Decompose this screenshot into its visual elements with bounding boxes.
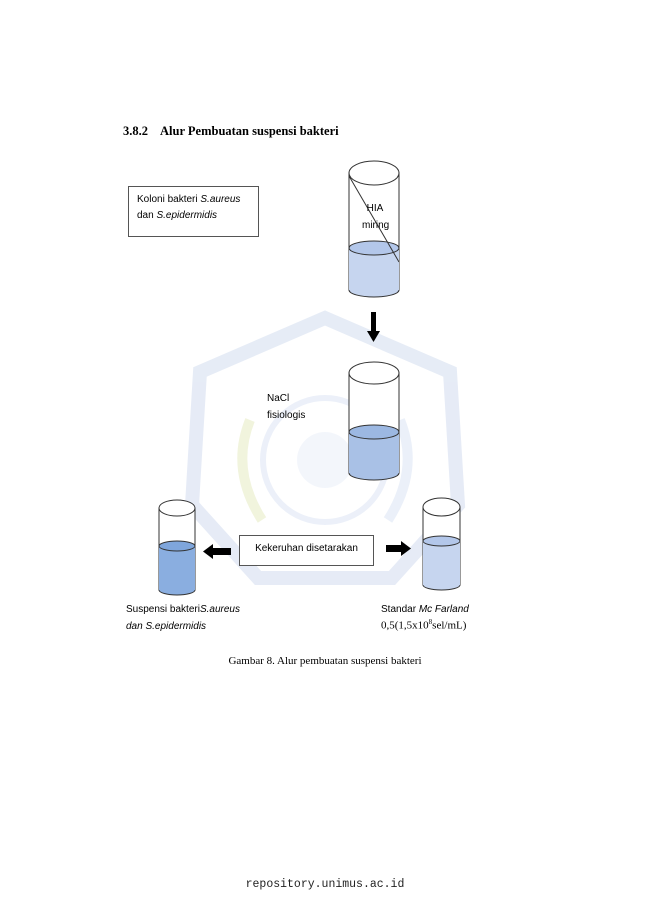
label-hia: HIA miring — [362, 200, 390, 234]
label-standar-exponent: 8 — [428, 618, 433, 626]
box-kekeruhan: Kekeruhan disetarakan — [239, 535, 374, 566]
koloni-species-1: S.aureus — [200, 194, 241, 205]
figure-caption: Gambar 8. Alur pembuatan suspensi bakter… — [228, 655, 422, 667]
slant-line — [348, 175, 400, 263]
arrow-left-icon — [203, 544, 231, 559]
label-suspensi-text: Suspensi bakteri — [126, 604, 200, 615]
arrow-right-icon — [386, 541, 411, 556]
label-standar-text: Standar — [381, 604, 419, 615]
section-heading: 3.8.2 Alur Pembuatan suspensi bakteri — [123, 124, 339, 139]
koloni-text-2: dan — [137, 210, 157, 221]
section-title: Alur Pembuatan suspensi bakteri — [160, 124, 339, 138]
label-hia-line1: HIA — [366, 203, 384, 214]
label-suspensi-line2: dan S.epidermidis — [126, 621, 207, 632]
box-koloni: Koloni bakteri S.aureus dan S.epidermidi… — [128, 186, 259, 237]
label-standar: Standar Mc Farland 0,5(1,5x108sel/mL) — [381, 601, 469, 632]
tube-suspensi-liquid — [159, 546, 195, 590]
tube-hia — [348, 160, 400, 298]
label-suspensi-species: S.aureus — [199, 604, 240, 615]
tube-nacl — [348, 361, 400, 481]
label-standar-mcfarland: Mc Farland — [418, 604, 469, 615]
section-number: 3.8.2 — [123, 124, 148, 138]
label-nacl: NaCl fisiologis — [267, 390, 305, 424]
label-nacl-line2: fisiologis — [267, 410, 306, 421]
label-standar-unit: sel/mL) — [432, 619, 467, 632]
label-hia-line2: miring — [362, 220, 390, 231]
footer-url: repository.unimus.ac.id — [245, 878, 405, 891]
arrow-down-icon — [367, 312, 380, 342]
label-nacl-line1: NaCl — [267, 393, 290, 404]
koloni-text-1: Koloni bakteri — [137, 194, 201, 205]
tube-standar — [422, 497, 461, 591]
label-standar-value: 0,5(1,5x10 — [381, 619, 429, 632]
label-suspensi: Suspensi bakteriS.aureus dan S.epidermid… — [126, 601, 240, 635]
tube-standar-liquid — [423, 541, 460, 585]
koloni-species-2: S.epidermidis — [156, 210, 218, 221]
tube-suspensi — [158, 499, 196, 596]
